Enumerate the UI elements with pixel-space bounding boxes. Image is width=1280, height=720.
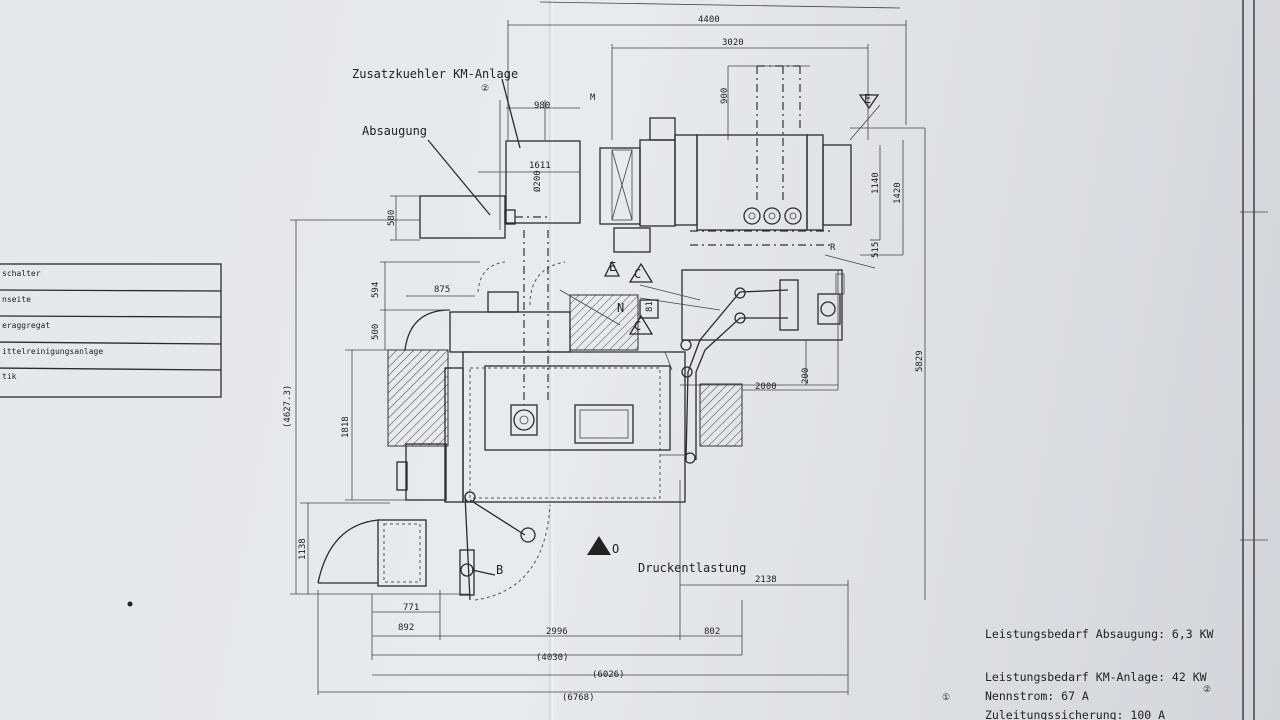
label-o: O (612, 542, 619, 556)
main-machine (387, 230, 743, 503)
dim-900: 900 (720, 88, 730, 104)
label-r: R (830, 243, 836, 253)
extraction-unit (390, 139, 548, 241)
legend-row-3: eraggregat (2, 321, 50, 330)
note-nennstrom: Nennstrom: 67 A (985, 689, 1089, 703)
dim-1140: 1140 (871, 172, 881, 194)
dim-200a: Ø200 (532, 170, 543, 192)
dim-1611: 1611 (529, 161, 551, 171)
label-e1: E (609, 260, 616, 274)
legend-row-4: ittelreinigungsanlage (2, 347, 103, 356)
dim-5829: 5829 (915, 350, 925, 372)
triangle-c2 (628, 314, 654, 335)
label-druckentlastung: Druckentlastung (638, 561, 746, 575)
sheet-border (539, 0, 1268, 720)
dim-2138: 2138 (755, 575, 777, 585)
ink-dot (127, 601, 133, 607)
label-circled-2-top: ② (481, 84, 489, 94)
cooler-unit (478, 78, 581, 230)
note-km-power: Leistungsbedarf KM-Anlage: 42 KW (985, 670, 1207, 684)
triangle-e1 (603, 260, 621, 277)
dim-980: 980 (534, 101, 550, 111)
dim-2000: 2000 (755, 382, 777, 392)
dim-3020: 3020 (722, 38, 744, 48)
legend-row-2: nseite (2, 295, 31, 304)
label-zusatzkuehler: Zusatzkuehler KM-Anlage (352, 67, 518, 81)
diagram-labels: Zusatzkuehler KM-Anlage Absaugung Drucke… (352, 67, 1211, 703)
operator-area (317, 491, 611, 601)
legend-table (0, 263, 222, 398)
label-circled-2-bottom: ② (1203, 685, 1211, 695)
dim-1818: 1818 (341, 416, 351, 438)
dim-515: 515 (871, 242, 881, 258)
dim-2996: 2996 (546, 627, 568, 637)
dim-875: 875 (434, 285, 450, 295)
label-c2: C (634, 319, 641, 333)
triangle-c1 (628, 262, 654, 283)
label-absaugung: Absaugung (362, 124, 427, 138)
dim-1138: 1138 (298, 538, 308, 560)
dim-802: 802 (704, 627, 720, 637)
dim-4030: (4030) (536, 653, 569, 663)
dim-892: 892 (398, 623, 414, 633)
dimension-lines (290, 219, 849, 695)
label-b: B (496, 563, 503, 577)
dim-4400: 4400 (698, 15, 720, 25)
top-dimensions (507, 20, 907, 140)
legend-row-5: tik (2, 372, 17, 381)
label-m: M (590, 93, 596, 103)
note-zuleitung: Zuleitungssicherung: 100 A (985, 708, 1165, 720)
label-n: N (617, 301, 624, 315)
power-notes: Leistungsbedarf Absaugung: 6,3 KW Leistu… (985, 627, 1214, 720)
triangle-e2 (858, 94, 880, 110)
paper-fold (548, 0, 554, 720)
pump-unit (680, 269, 845, 390)
dim-580: 580 (387, 210, 397, 226)
label-e2: E (864, 92, 871, 106)
dimension-values: 4400 3020 900 980 1611 Ø200 580 1140 142… (283, 15, 925, 703)
dim-500: 500 (371, 324, 381, 340)
note-absaugung-power: Leistungsbedarf Absaugung: 6,3 KW (985, 627, 1214, 641)
filter-unit (599, 65, 926, 600)
label-c1: C (634, 267, 641, 281)
dim-4627: (4627.3) (283, 385, 293, 428)
dim-6026: (6026) (592, 670, 625, 680)
dim-771: 771 (403, 603, 419, 613)
legend-labels: schalter nseite eraggregat ittelreinigun… (2, 269, 103, 381)
legend-row-1: schalter (2, 269, 41, 278)
label-circled-1: ① (942, 693, 950, 703)
dim-1420: 1420 (893, 182, 903, 204)
dim-6768: (6768) (562, 693, 595, 703)
dim-594: 594 (371, 282, 381, 298)
dim-200b: 200 (801, 368, 811, 384)
dim-81: 81 (645, 301, 655, 312)
